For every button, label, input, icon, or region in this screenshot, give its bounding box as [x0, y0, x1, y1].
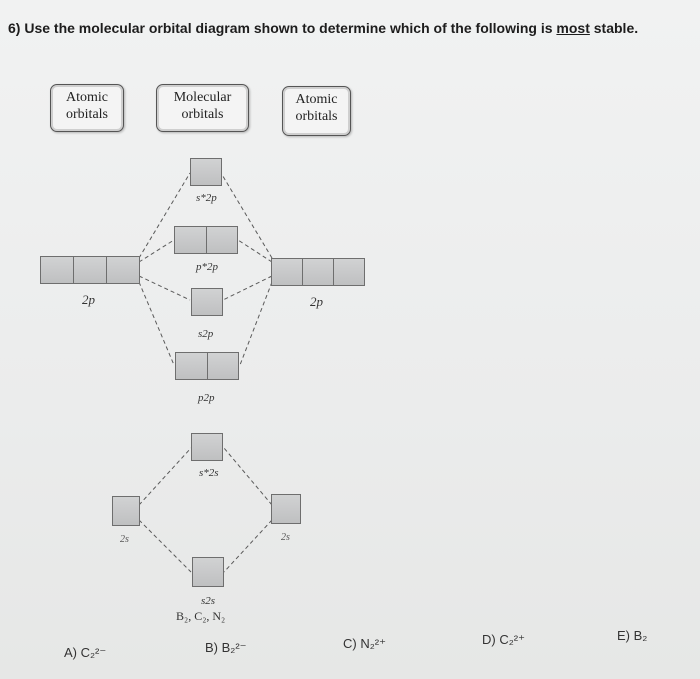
choice-e-letter: E): [617, 628, 630, 643]
header-center-line1: Molecular: [173, 90, 232, 105]
pi-star-2p-label: p*2p: [196, 261, 218, 273]
choice-a-letter: A): [64, 645, 77, 660]
question-body: Use the molecular orbital diagram shown …: [24, 20, 553, 36]
left-2s-orbital: [112, 496, 140, 526]
question-text: 6) Use the molecular orbital diagram sho…: [8, 20, 638, 36]
header-left-line1: Atomic: [66, 90, 108, 105]
diagram-caption: B₂, C₂, N₂: [176, 609, 226, 623]
sigma-2s-orbital: [192, 557, 224, 587]
question-number: 6): [8, 20, 21, 36]
header-center-line2: orbitals: [181, 107, 224, 122]
sigma-star-2s-label: s*2s: [199, 467, 219, 479]
choice-e[interactable]: E) B₂: [617, 628, 647, 643]
pi-2p-label: p2p: [198, 392, 215, 404]
sigma-2p-orbital: [191, 288, 223, 316]
choice-c-species: N₂²⁺: [360, 636, 386, 651]
choice-a[interactable]: A) C₂²⁻: [64, 645, 106, 661]
choice-d[interactable]: D) C₂²⁺: [482, 632, 525, 648]
choice-e-species: B₂: [633, 628, 648, 643]
header-right-line2: orbitals: [295, 109, 338, 124]
choice-d-letter: D): [482, 632, 496, 647]
choice-b-species: B₂²⁻: [221, 640, 247, 655]
right-2s-label: 2s: [281, 532, 290, 543]
choice-b-letter: B): [205, 640, 218, 655]
choice-b[interactable]: B) B₂²⁻: [205, 640, 247, 656]
header-left-atomic-orbitals: Atomic orbitals: [50, 84, 124, 132]
sigma-star-2s-orbital: [191, 433, 223, 461]
right-2p-label: 2p: [310, 294, 323, 309]
left-2p-orbitals: [40, 256, 140, 284]
header-left-line2: orbitals: [66, 107, 108, 122]
choice-c-letter: C): [343, 636, 357, 651]
question-end: stable.: [593, 20, 639, 36]
choice-c[interactable]: C) N₂²⁺: [343, 636, 386, 652]
pi-2p-orbitals: [175, 352, 239, 380]
sigma-2p-label: s2p: [198, 328, 214, 340]
choice-a-species: C₂²⁻: [80, 645, 107, 660]
pi-star-2p-orbitals: [174, 226, 238, 254]
right-2s-orbital: [271, 494, 301, 524]
left-2s-label: 2s: [120, 534, 129, 545]
right-2p-orbitals: [271, 258, 365, 286]
header-right-atomic-orbitals: Atomic orbitals: [282, 86, 351, 136]
question-emphasis: most: [556, 20, 590, 36]
header-right-line1: Atomic: [295, 92, 338, 107]
header-center-molecular-orbitals: Molecular orbitals: [156, 84, 249, 132]
choice-d-species: C₂²⁺: [499, 632, 525, 647]
sigma-star-2p-orbital: [190, 158, 222, 186]
sigma-2s-label: s2s: [201, 595, 216, 607]
sigma-star-2p-label: s*2p: [196, 192, 217, 204]
left-2p-label: 2p: [82, 292, 95, 307]
